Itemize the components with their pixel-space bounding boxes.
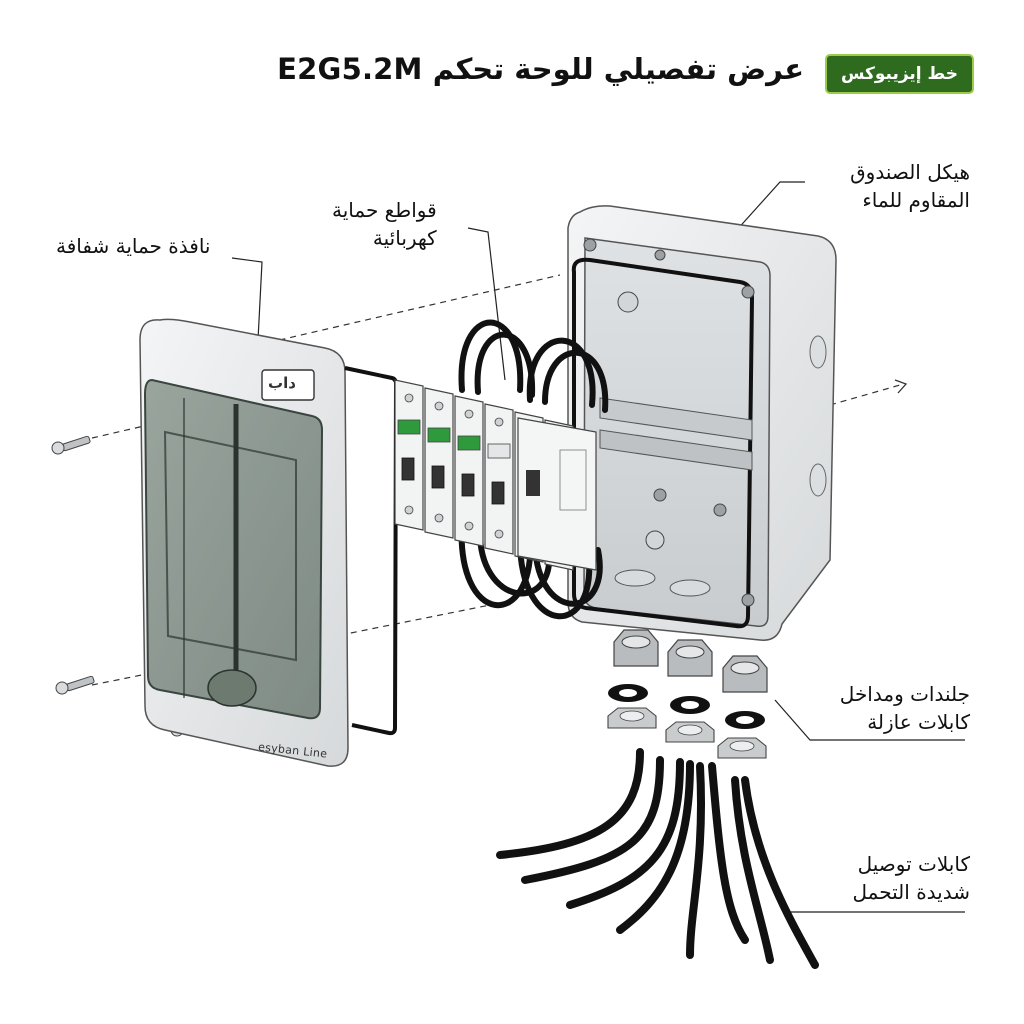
- label-enclosure: هيكل الصندوق المقاوم للماء: [850, 158, 970, 214]
- page-title: عرض تفصيلي للوحة تحكم E2G5.2M: [277, 52, 804, 86]
- heavy-duty-cables: [496, 748, 819, 969]
- label-breakers-line2: كهربائية: [372, 226, 437, 250]
- label-breakers: قواطع حماية كهربائية: [332, 196, 437, 252]
- label-transparent-window-text: نافذة حماية شفافة: [56, 234, 211, 258]
- gasket-ring-icon: [608, 684, 648, 702]
- cable-loops: [458, 319, 609, 620]
- front-logo-plate: [261, 369, 315, 401]
- label-glands: جلندات ومداخل كابلات عازلة: [840, 680, 970, 736]
- label-glands-line2: كابلات عازلة: [867, 710, 970, 734]
- gland-nut-icon: [607, 707, 657, 729]
- front-cover: [139, 318, 399, 767]
- leader-lines: [231, 181, 965, 913]
- gasket-ring-icon: [344, 366, 399, 736]
- label-enclosure-line2: المقاوم للماء: [862, 188, 970, 212]
- breaker-module-icon: [424, 387, 454, 539]
- label-cables-line2: شديدة التحمل: [852, 880, 970, 904]
- label-glands-line1: جلندات ومداخل: [839, 682, 970, 706]
- gland-nut-icon: [665, 721, 715, 743]
- gasket-ring-icon: [670, 696, 710, 714]
- breaker-module-icon: [484, 403, 514, 555]
- gasket-ring-icon: [725, 711, 765, 729]
- front-logo: داب: [268, 374, 296, 392]
- rcd-module-icon: [517, 417, 597, 571]
- leader-glands: [774, 699, 965, 741]
- cable-gland-icon: [613, 629, 659, 667]
- gland-nut-icon: [717, 737, 767, 759]
- enclosure-body: [567, 205, 837, 641]
- label-enclosure-line1: هيكل الصندوق: [850, 160, 970, 184]
- breaker-module-icon: [454, 395, 484, 547]
- breaker-module-icon: [394, 379, 424, 531]
- screw-icon: [51, 435, 91, 455]
- leader-window: [231, 257, 263, 341]
- label-cables-line1: كابلات توصيل: [857, 852, 970, 876]
- label-cables: كابلات توصيل شديدة التحمل: [853, 850, 970, 906]
- breaker-assembly: [394, 379, 597, 571]
- label-breakers-line1: قواطع حماية: [332, 198, 437, 222]
- cable-gland-icon: [722, 655, 768, 693]
- product-line-badge: خط إيزيبوكس: [824, 54, 974, 94]
- leader-breakers: [467, 227, 506, 381]
- cable-gland-icon: [667, 639, 713, 677]
- leader-enclosure: [734, 181, 805, 233]
- screw-icon: [55, 675, 95, 695]
- arrow-head-icon: [894, 379, 908, 394]
- label-transparent-window: نافذة حماية شفافة: [56, 232, 210, 260]
- cable-glands: [607, 629, 768, 759]
